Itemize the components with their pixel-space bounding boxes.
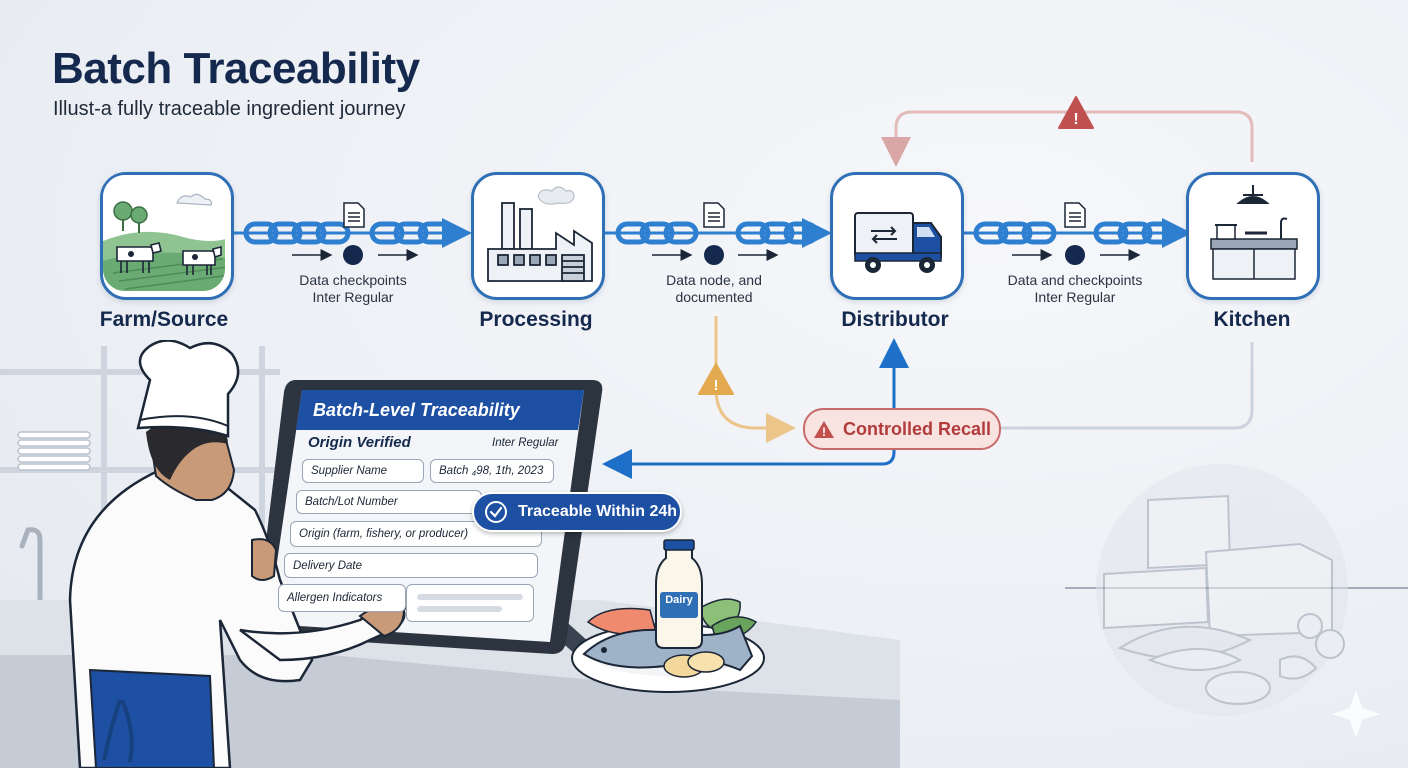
document-icon	[343, 202, 1086, 228]
stage-label-distributor: Distributor	[841, 308, 949, 331]
tablet-title: Batch-Level Traceability	[313, 400, 520, 420]
stage-kitchen[interactable]	[1186, 172, 1320, 300]
sparkle-icon	[1332, 690, 1380, 738]
batch-date-value: Batch ₄98, 1th, 2023	[439, 465, 544, 477]
checkpoint-line: Data node, and	[666, 272, 762, 288]
allergen-indicators-field[interactable]: Allergen Indicators	[278, 584, 406, 612]
recall-label: Controlled Recall	[842, 418, 992, 439]
chain-1	[232, 218, 472, 248]
origin-verified-label: Origin Verified	[308, 434, 411, 451]
page-title: Batch Traceability	[52, 44, 420, 93]
plates-stack	[17, 431, 91, 471]
dairy-label: Dairy	[665, 594, 693, 606]
factory-icon	[487, 186, 593, 282]
checkpoint-label-1: Data checkpoints Inter Regular	[263, 272, 443, 306]
checkpoint-node-2	[652, 245, 779, 265]
page-subtitle: Illust-a fully traceable ingredient jour…	[53, 98, 406, 120]
stage-distributor[interactable]	[830, 172, 964, 300]
checkpoint-line: documented	[675, 289, 753, 305]
placeholder-bar	[417, 594, 523, 600]
controlled-recall-button[interactable]: ! Controlled Recall	[803, 408, 1001, 450]
placeholder-bar	[417, 606, 502, 612]
chain-3	[962, 218, 1192, 248]
svg-text:!: !	[1073, 111, 1078, 128]
checkpoint-line: Inter Regular	[1034, 289, 1116, 305]
svg-text:!: !	[822, 425, 826, 439]
origin-field[interactable]: Origin (farm, fishery, or producer)	[290, 521, 542, 547]
allergen-label: Allergen Indicators	[287, 592, 383, 604]
checkpoint-label-3: Data and checkpoints Inter Regular	[985, 272, 1165, 306]
checkpoint-line: Inter Regular	[312, 289, 394, 305]
farm-icon	[103, 175, 225, 291]
warning-icon: !	[813, 421, 834, 439]
batch-date-field[interactable]: Batch ₄98, 1th, 2023	[430, 459, 554, 483]
batch-lot-label: Batch/Lot Number	[305, 496, 398, 508]
stage-farm[interactable]	[100, 172, 234, 300]
checkpoint-line: Data checkpoints	[299, 272, 407, 288]
origin-note: Inter Regular	[492, 437, 559, 449]
stage-label-farm: Farm/Source	[99, 308, 229, 331]
recall-tablet-arrow	[602, 446, 896, 479]
kitchen-recall-line	[1000, 342, 1254, 430]
check-circle-icon	[485, 501, 507, 523]
supplier-name-field[interactable]: Supplier Name	[302, 459, 424, 483]
checkpoint-node-1	[292, 245, 419, 265]
checkpoint-node-3	[1012, 245, 1141, 265]
caution-icon: !	[698, 363, 734, 395]
warning-icon: !	[1058, 96, 1094, 129]
chain-2	[604, 218, 832, 248]
traceable-label: Traceable Within 24h	[518, 503, 678, 520]
checkpoint-label-2: Data node, and documented	[624, 272, 804, 306]
delivery-date-label: Delivery Date	[293, 559, 363, 572]
traceable-24h-badge: Traceable Within 24h	[472, 492, 682, 532]
kitchen-icon	[1210, 185, 1298, 280]
stage-label-processing: Processing	[479, 308, 593, 331]
batch-lot-number-field[interactable]: Batch/Lot Number	[296, 490, 482, 514]
stage-processing[interactable]	[471, 172, 605, 300]
checkpoint-line: Data and checkpoints	[1007, 272, 1143, 288]
supplier-name-label: Supplier Name	[311, 465, 388, 477]
svg-text:!: !	[714, 377, 719, 394]
stage-label-kitchen: Kitchen	[1213, 308, 1291, 331]
faucet	[19, 527, 43, 608]
origin-label: Origin (farm, fishery, or producer)	[299, 528, 469, 540]
allergen-value-field[interactable]	[406, 584, 534, 622]
delivery-date-field[interactable]: Delivery Date	[284, 553, 538, 578]
truck-icon	[854, 212, 942, 273]
storage-illustration	[1096, 464, 1348, 716]
